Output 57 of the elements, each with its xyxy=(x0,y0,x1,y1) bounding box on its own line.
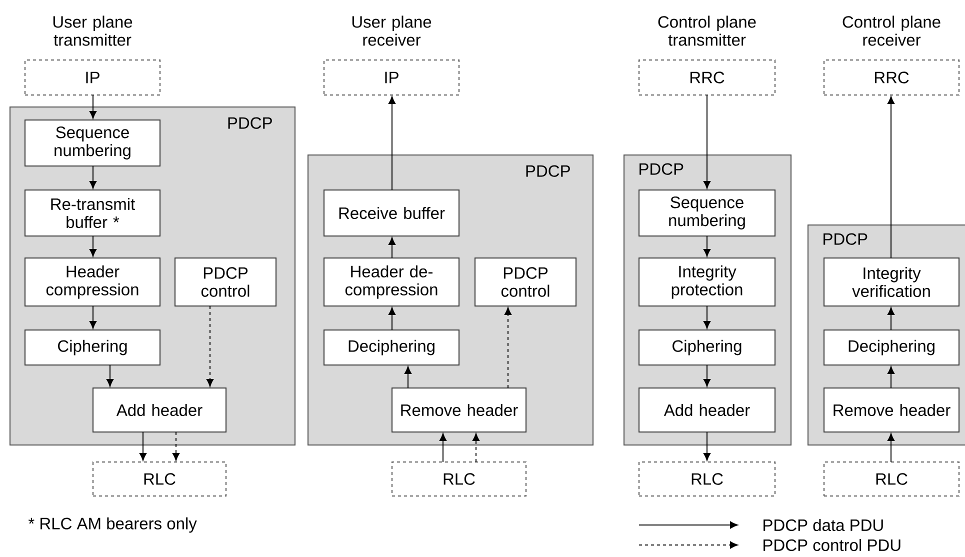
process-box: Integrity verification xyxy=(824,258,960,306)
arrow xyxy=(703,306,711,329)
process-box: Ciphering xyxy=(24,330,160,366)
process-box: Header de- compression xyxy=(324,258,460,306)
arrow xyxy=(89,94,97,119)
process-box: Add header xyxy=(638,388,776,432)
process-box: Ciphering xyxy=(638,330,776,366)
protocol-layer-box: RLC xyxy=(392,462,526,496)
arrow xyxy=(703,364,711,387)
column-heading: Control plane transmitter xyxy=(658,16,756,46)
arrow xyxy=(388,96,396,190)
arrow xyxy=(703,432,711,461)
process-box: Add header xyxy=(92,388,226,432)
process-box: Header compression xyxy=(24,258,160,306)
arrow xyxy=(703,94,711,189)
arrow xyxy=(89,236,97,257)
process-box: Re-transmit buffer * xyxy=(24,190,160,236)
protocol-layer-box: RRC xyxy=(638,60,776,96)
process-box: Integrity protection xyxy=(638,258,776,306)
arrow xyxy=(106,364,114,387)
arrow xyxy=(172,432,180,461)
arrow xyxy=(439,433,447,462)
arrow xyxy=(887,433,895,462)
column-heading: User plane receiver xyxy=(352,16,432,46)
arrow xyxy=(139,432,147,461)
arrow xyxy=(504,307,512,388)
legend-label: PDCP data PDU xyxy=(764,518,883,532)
process-box: Receive buffer xyxy=(324,190,460,236)
protocol-layer-box: RLC xyxy=(92,462,226,496)
arrow xyxy=(472,433,480,462)
arrow xyxy=(89,306,97,329)
protocol-layer-box: IP xyxy=(324,60,460,96)
protocol-layer-box: RRC xyxy=(824,60,960,96)
process-box: PDCP control xyxy=(474,258,576,306)
process-box: Deciphering xyxy=(824,330,960,366)
protocol-layer-box: RLC xyxy=(638,462,776,496)
process-box: PDCP control xyxy=(174,258,276,306)
column-heading: User plane transmitter xyxy=(53,16,132,46)
arrow xyxy=(206,306,214,387)
process-box: Deciphering xyxy=(324,330,460,366)
process-box: Remove header xyxy=(392,388,526,432)
column-heading: Control plane receiver xyxy=(842,16,940,46)
arrow xyxy=(89,166,97,189)
arrow xyxy=(887,96,895,258)
arrow xyxy=(404,366,412,388)
process-box: Sequence numbering xyxy=(638,190,776,236)
process-box: Remove header xyxy=(824,388,960,432)
arrow xyxy=(388,237,396,258)
arrow xyxy=(887,366,895,388)
arrow xyxy=(388,307,396,330)
protocol-layer-box: RLC xyxy=(824,462,960,496)
protocol-layer-box: IP xyxy=(24,60,160,96)
footnote: * RLC AM bearers only xyxy=(28,517,197,533)
arrow xyxy=(703,236,711,257)
legend-label: PDCP control PDU xyxy=(764,538,900,552)
arrow xyxy=(887,307,895,330)
process-box: Sequence numbering xyxy=(24,120,160,166)
